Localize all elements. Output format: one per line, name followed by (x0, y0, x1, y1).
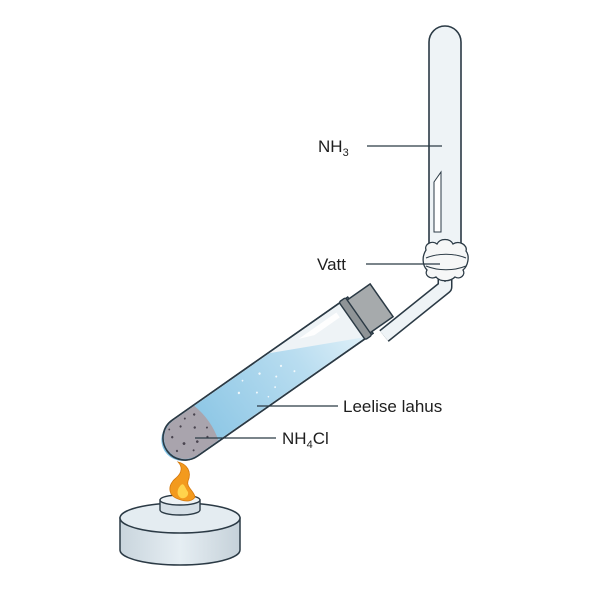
label-cotton: Vatt (317, 255, 346, 274)
flame (169, 461, 196, 502)
cotton-wool (422, 238, 469, 282)
label-nh3: NH3 (318, 137, 349, 159)
label-alkaline-solution: Leelise lahus (343, 397, 442, 416)
spirit-burner (119, 494, 241, 566)
label-nh4cl: NH4Cl (282, 429, 329, 451)
leader-lines (195, 145, 442, 439)
powder-speckles (168, 413, 209, 453)
nh4cl-powder (164, 405, 219, 459)
reaction-tube-assembly (161, 255, 453, 461)
flame-outer (169, 461, 196, 502)
solution-bubbles (237, 364, 296, 398)
collection-tube (428, 25, 462, 282)
flame-inner (177, 484, 189, 499)
